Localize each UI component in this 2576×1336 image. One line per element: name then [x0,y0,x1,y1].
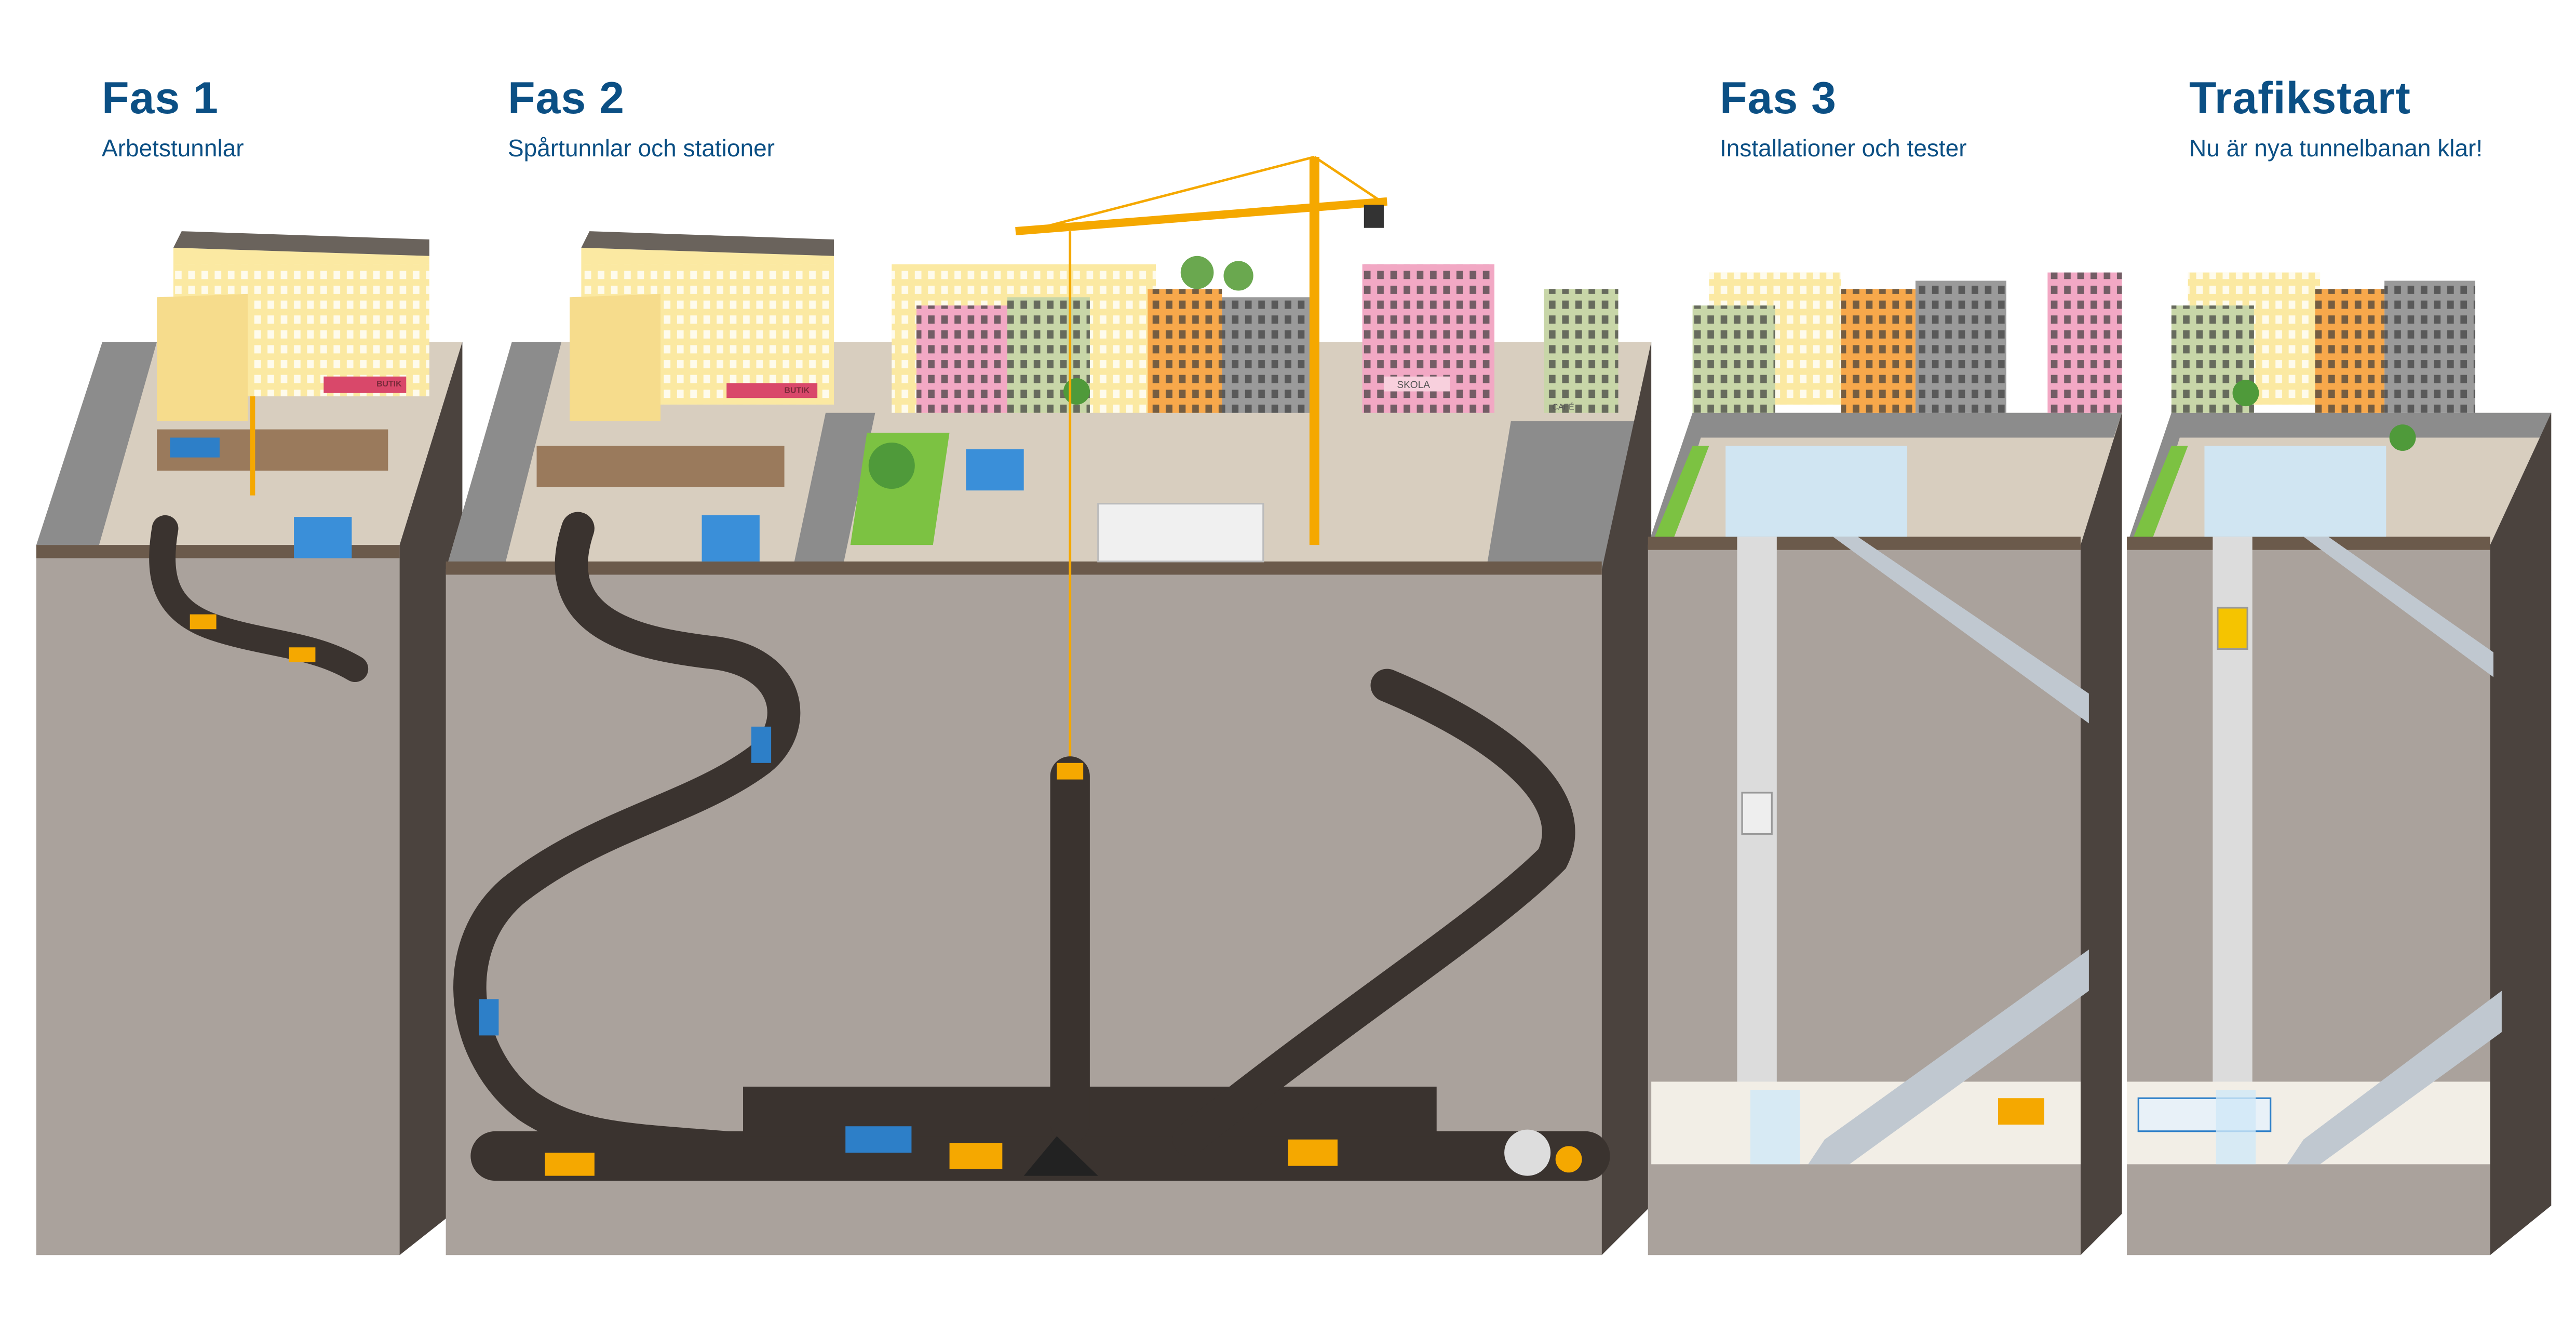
shop-sign: BUTIK [376,380,402,389]
phase-title: Fas 2 [508,73,625,123]
block-trafikstart [2127,272,2552,1255]
tower-crane [1015,155,1387,768]
phase-fas-2: Fas 2 Spårtunnlar och stationer [508,76,775,160]
road [446,342,562,570]
block-fas-3 [1648,272,2122,1255]
phase-title: Fas 3 [1720,73,1837,123]
phase-subtitle: Installationer och tester [1720,135,1967,162]
phase-trafikstart: Trafikstart Nu är nya tunnelbanan klar! [2189,76,2483,160]
block-fas-1: BUTIK [36,231,463,1255]
cafe-sign: CAFÉ [1552,402,1574,411]
phase-fas-1: Fas 1 Arbetstunnlar [102,76,244,160]
road [36,342,157,545]
earth-side [2080,412,2122,1255]
buildings: BUTIK SKOLA CAFÉ [570,231,1619,489]
phase-subtitle: Nu är nya tunnelbanan klar! [2189,135,2483,162]
phase-title: Trafikstart [2189,73,2411,123]
phase-title: Fas 1 [102,73,219,123]
earth-side [2490,412,2552,1255]
phase-subtitle: Arbetstunnlar [102,135,244,162]
buildings: BUTIK [157,231,429,421]
phase-fas-3: Fas 3 Installationer och tester [1720,76,1967,160]
shop-sign: BUTIK [785,386,810,395]
phase-subtitle: Spårtunnlar och stationer [508,135,775,162]
block-fas-2: BUTIK SKOLA CAFÉ [446,155,1652,1255]
school-sign: SKOLA [1397,380,1430,391]
earth-side [1601,342,1652,1255]
